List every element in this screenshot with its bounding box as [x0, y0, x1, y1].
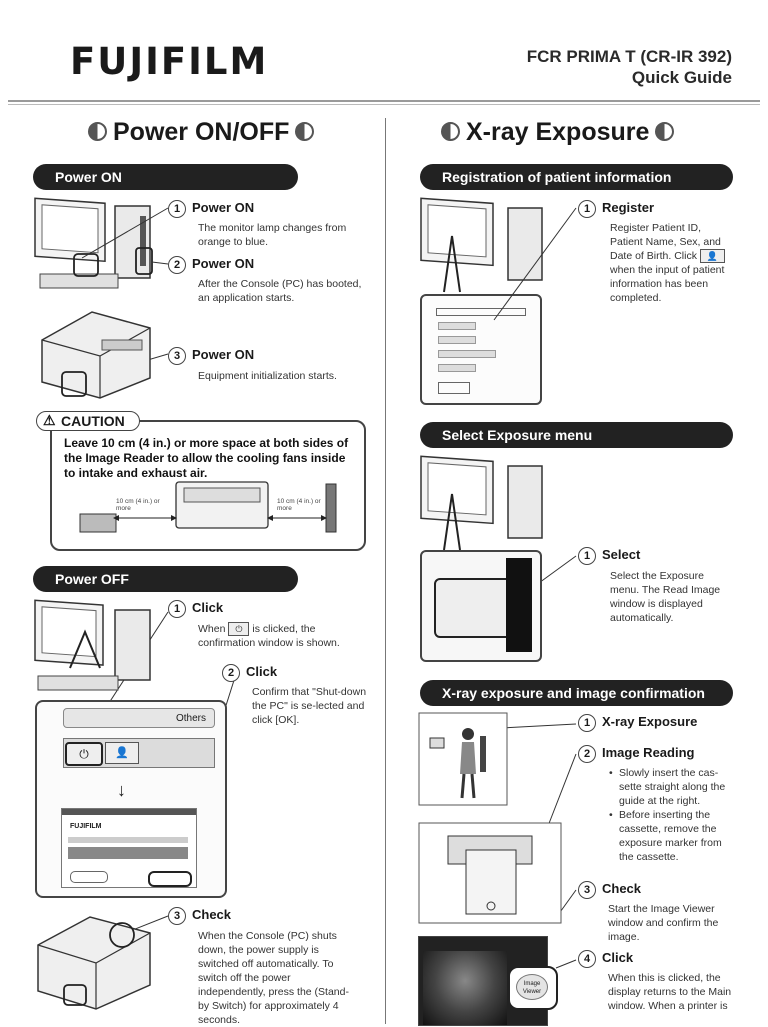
clearance-left-label: 10 cm (4 in.) or more [116, 498, 160, 512]
register-step-desc: Register Patient ID, Patient Name, Sex, … [610, 222, 726, 304]
circle-bullet-icon [441, 121, 460, 141]
dialog-cancel-button[interactable] [70, 871, 108, 883]
reading-bullet-2: Before inserting the cassette, remove th… [609, 808, 734, 864]
product-name: FCR PRIMA T (CR-IR 392) [526, 47, 732, 66]
screen-callout: Others ⏻ 👤 ↓ FUJIFILM [35, 700, 227, 898]
menu-panel [506, 558, 532, 652]
image-reader-illustration [41, 311, 151, 399]
patient-form-callout [420, 294, 542, 405]
power-off-heading: Power OFF [33, 566, 298, 592]
circle-bullet-icon [295, 121, 315, 141]
power-on-step-3-desc: Equipment initialization starts. [198, 370, 337, 382]
dialog-ok-button[interactable] [148, 871, 192, 887]
power-off-step-1-desc: When ⏻ is clicked, the confirmation wind… [198, 622, 340, 649]
clearance-illustration [79, 481, 337, 533]
select-step-desc: Select the Exposure menu. The Read Image… [610, 570, 721, 624]
power-section-title: Power ON/OFF [82, 118, 320, 147]
caution-text: Leave 10 cm (4 in.) or more space at bot… [64, 436, 349, 480]
power-on-heading: Power ON [33, 164, 298, 190]
shutdown-dialog: FUJIFILM [61, 808, 197, 888]
console-pc-illustration-2 [34, 599, 151, 691]
image-viewer-callout: Image Viewer [508, 966, 558, 1010]
power-on-step-2-desc: After the Console (PC) has booted, an ap… [198, 278, 362, 304]
circle-bullet-icon [655, 121, 675, 141]
dob-field[interactable] [438, 364, 476, 372]
xray-section-title: X-ray Exposure [435, 118, 680, 147]
xray-room-illustration [418, 712, 508, 806]
exposure-menu-heading: Select Exposure menu [420, 422, 733, 448]
exposure-menu-callout [420, 550, 542, 662]
patient-button[interactable]: 👤 [105, 742, 139, 764]
header-divider [8, 100, 760, 102]
patient-name-field[interactable] [438, 336, 476, 344]
confirmation-heading: X-ray exposure and image confirmation [420, 680, 733, 706]
guide-label: Quick Guide [631, 68, 732, 87]
patient-id-field[interactable] [438, 322, 476, 330]
chest-xray-image [423, 951, 507, 1025]
xray-step-3-desc: Start the Image Viewer window and confir… [608, 903, 719, 943]
clearance-right-label: 10 cm (4 in.) or more [277, 498, 321, 512]
power-off-step-2-desc: Confirm that "Shut-down the PC" is se-le… [252, 686, 367, 726]
image-viewer-screen [418, 936, 548, 1026]
registration-heading: Registration of patient information [420, 164, 733, 190]
header-divider-thin [8, 104, 760, 105]
image-viewer-button[interactable]: Image Viewer [516, 974, 548, 1000]
warning-icon: ⚠ [43, 412, 56, 428]
xray-step-4-desc: When this is clicked, the display return… [608, 972, 732, 1012]
product-title: FCR PRIMA T (CR-IR 392) Quick Guide [527, 46, 732, 88]
patient-register-icon: 👤 [699, 249, 726, 263]
patient-manager-button[interactable] [438, 382, 470, 394]
image-reader-illustration-2 [37, 916, 151, 1010]
xray-step-2-desc: Slowly insert the cas-sette straight alo… [608, 766, 734, 864]
caution-box [50, 420, 366, 551]
console-pc-illustration-3 [420, 197, 543, 293]
shutdown-button[interactable]: ⏻ [65, 742, 103, 766]
console-pc-illustration-4 [420, 455, 543, 551]
form-title-bar [436, 308, 526, 316]
sex-field[interactable] [438, 350, 496, 358]
reading-bullet-1: Slowly insert the cas-sette straight alo… [609, 766, 734, 808]
others-tab[interactable]: Others [63, 708, 215, 728]
cassette-insert-illustration [418, 822, 562, 924]
column-divider [385, 118, 386, 1024]
fujifilm-logo: FUJIFILM [70, 40, 269, 83]
circle-bullet-icon [88, 121, 107, 141]
power-off-step-3-desc: When the Console (PC) shuts down, the po… [198, 930, 349, 1026]
arrow-down-icon: ↓ [117, 780, 126, 800]
power-on-step-1-desc: The monitor lamp changes from orange to … [198, 222, 347, 248]
dialog-logo: FUJIFILM [70, 823, 102, 830]
caution-tag: ⚠CAUTION [36, 411, 140, 431]
console-pc-illustration [34, 197, 153, 289]
